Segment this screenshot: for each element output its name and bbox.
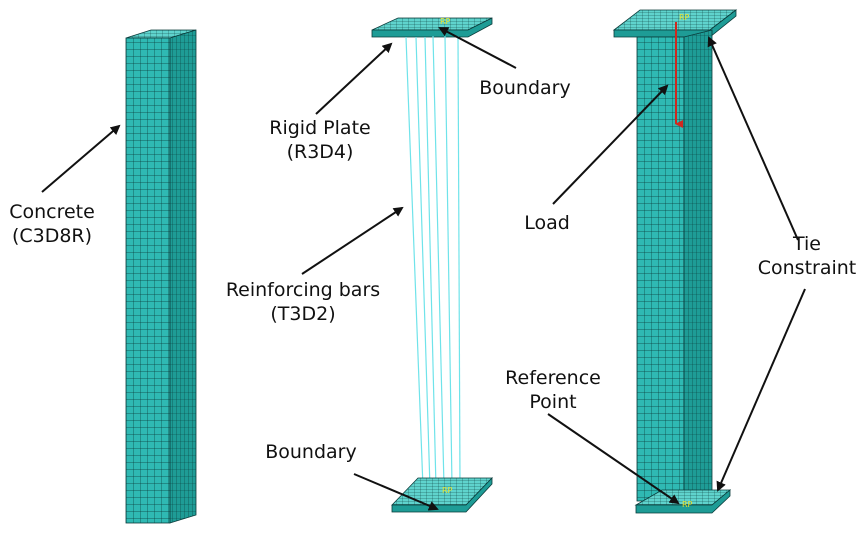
- label-boundary-top-text: Boundary: [479, 77, 571, 99]
- label-load-text: Load: [524, 212, 570, 234]
- annotation-arrows: [41, 27, 806, 511]
- assembly-top-plate-edge: [613, 9, 737, 38]
- label-reference-point-line1: Reference: [505, 367, 601, 389]
- assembled-model: RP RP: [612, 9, 738, 514]
- bottom-rigid-plate-edge: [391, 477, 493, 513]
- label-reference-point: Reference Point: [488, 366, 618, 414]
- assembly-column-side-face: [683, 29, 713, 502]
- label-rigid-plate-line2: (R3D4): [286, 141, 354, 163]
- rp-marker-top: RP: [440, 17, 451, 26]
- label-concrete-line2: (C3D8R): [11, 225, 93, 247]
- label-reinforcing-bars-line1: Reinforcing bars: [225, 279, 381, 301]
- label-concrete-line1: Concrete: [9, 201, 95, 223]
- arrow-concrete: [41, 124, 121, 193]
- top-rigid-plate-edge: [371, 17, 493, 38]
- label-reference-point-line2: Point: [529, 391, 577, 413]
- label-concrete: Concrete (C3D8R): [2, 200, 102, 248]
- rp-marker-assembly-bottom: RP: [682, 500, 693, 509]
- label-boundary-top: Boundary: [470, 76, 580, 100]
- label-tie-constraint-line2: Constraint: [757, 257, 857, 279]
- label-tie-constraint: Tie Constraint: [752, 232, 862, 280]
- rp-marker-assembly-top: RP: [679, 13, 690, 22]
- label-load: Load: [512, 211, 582, 235]
- label-rigid-plate: Rigid Plate (R3D4): [260, 116, 380, 164]
- reinforcing-bars: [405, 35, 461, 489]
- arrow-reference-point: [547, 413, 680, 505]
- arrow-tie-top: [707, 36, 799, 241]
- rebar-assembly: RP RP: [371, 17, 493, 513]
- arrow-load: [552, 84, 669, 205]
- label-reinforcing-bars: Reinforcing bars (T3D2): [208, 278, 398, 326]
- arrow-tie-bottom: [716, 288, 806, 492]
- rp-marker-bottom: RP: [442, 486, 453, 495]
- assembly-bottom-plate-edge: [635, 489, 731, 514]
- arrow-reinforcing-bars: [301, 206, 404, 275]
- concrete-column-front-face: [125, 37, 171, 524]
- label-reinforcing-bars-line2: (T3D2): [270, 303, 336, 325]
- arrow-rigid-plate: [315, 42, 393, 115]
- label-boundary-bottom: Boundary: [256, 440, 366, 464]
- label-boundary-bottom-text: Boundary: [265, 441, 357, 463]
- concrete-column: [125, 29, 197, 524]
- arrow-boundary-top: [438, 27, 517, 69]
- arrow-boundary-bottom: [353, 473, 439, 511]
- concrete-column-side-face: [169, 29, 197, 524]
- label-rigid-plate-line1: Rigid Plate: [269, 117, 371, 139]
- label-tie-constraint-line1: Tie: [793, 233, 821, 255]
